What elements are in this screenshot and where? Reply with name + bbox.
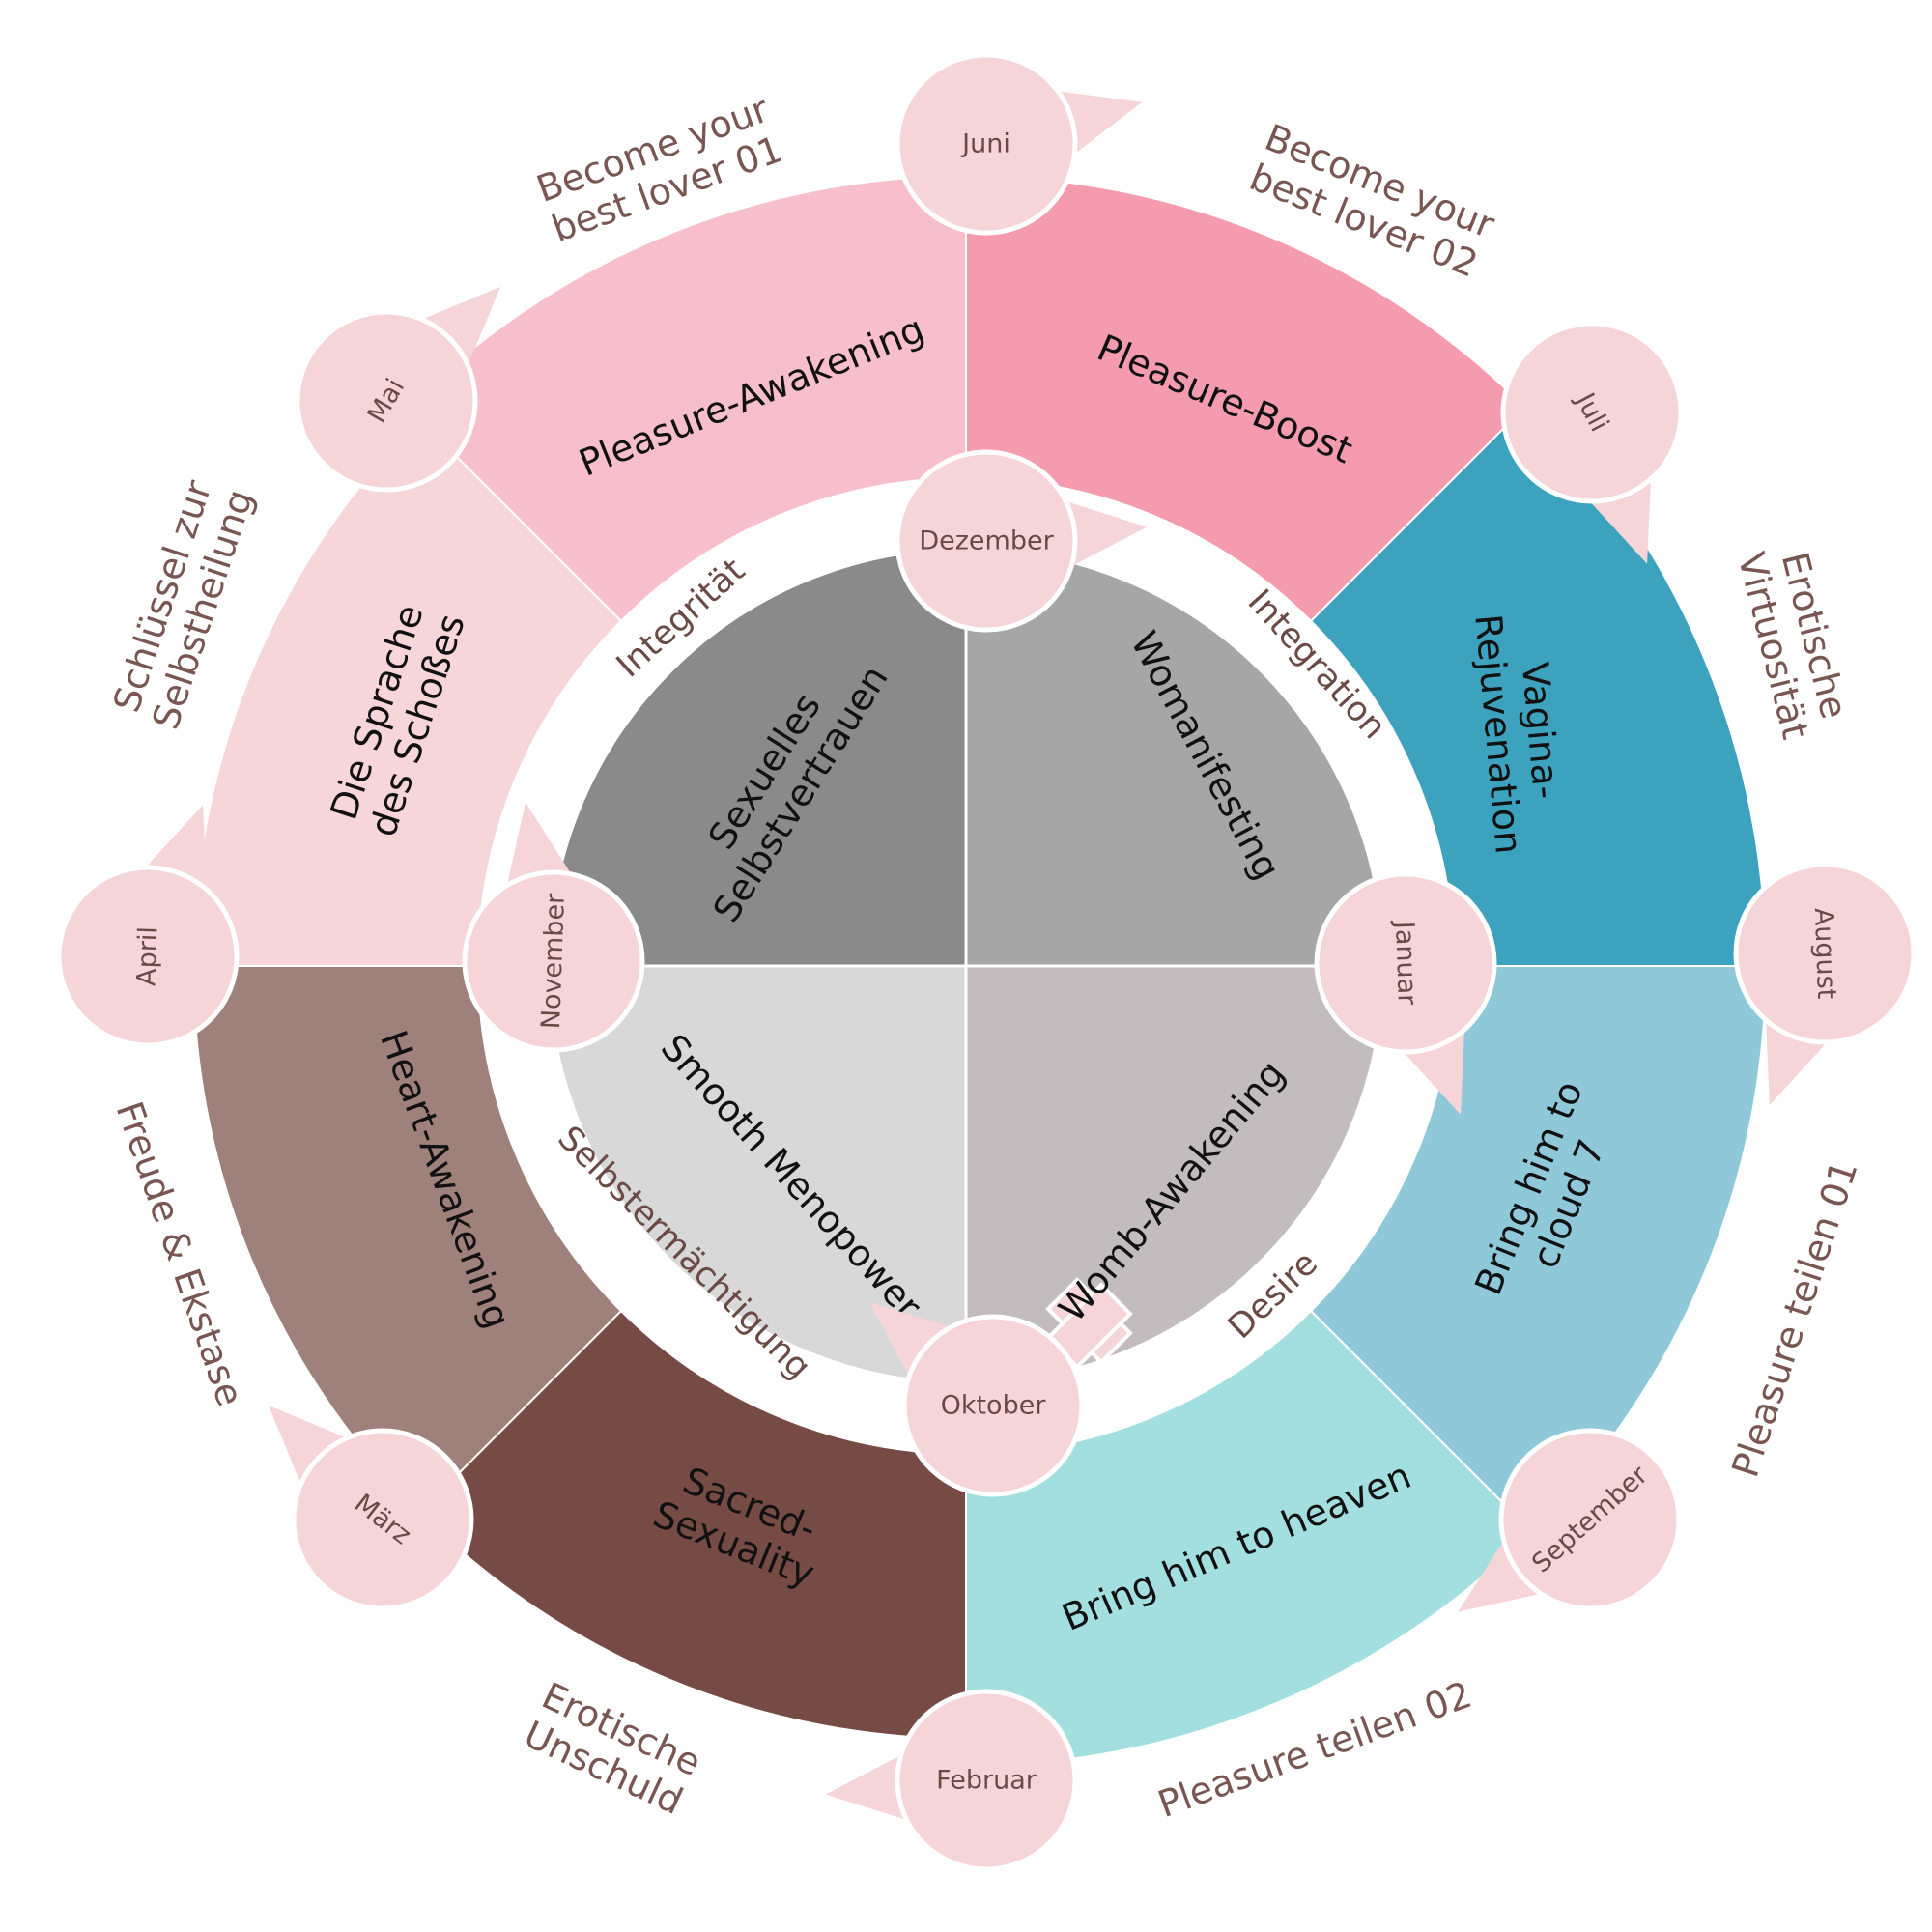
month-bubble: Mai	[295, 286, 501, 493]
month-bubble: Januar	[1314, 871, 1497, 1115]
bubble-tail	[410, 286, 501, 378]
bubble-circle	[1314, 871, 1497, 1055]
bubble-circle	[462, 869, 645, 1053]
month-bubble: November	[462, 802, 645, 1053]
bubble-circle	[1500, 321, 1684, 504]
month-bubble: August	[1733, 862, 1917, 1105]
month-label: Juni	[960, 129, 1010, 159]
outer-label: Pleasure teilen 01	[1723, 1155, 1865, 1482]
month-label: November	[536, 892, 571, 1029]
bubble-circle	[895, 52, 1078, 236]
month-bubble: Dezember	[895, 449, 1148, 633]
month-bubble: Oktober	[869, 1301, 1085, 1497]
bubble-tail	[1458, 1529, 1554, 1612]
month-label: April	[131, 926, 163, 987]
oktober-ribbon	[1045, 1277, 1133, 1370]
month-bubble: Juni	[895, 52, 1143, 236]
month-bubble: Juli	[1500, 321, 1684, 564]
bubble-tail	[268, 1405, 359, 1496]
month-bubble: Februar	[825, 1689, 1078, 1872]
bubble-circle	[895, 449, 1078, 633]
month-label: August	[1808, 907, 1841, 1000]
month-label: Januar	[1389, 919, 1422, 1006]
bubble-tail	[1053, 497, 1148, 573]
month-bubble: März	[268, 1405, 474, 1611]
bubble-circle	[1733, 862, 1917, 1045]
bubble-circle	[901, 1314, 1085, 1497]
month-label: Oktober	[941, 1391, 1047, 1421]
month-label: Dezember	[919, 526, 1054, 556]
bubble-circle	[1498, 1428, 1682, 1611]
bubble-tail	[869, 1301, 963, 1389]
month-bubble: September	[1458, 1428, 1682, 1612]
month-bubble: April	[56, 805, 240, 1048]
bubble-tail	[825, 1748, 920, 1825]
bubble-circle	[895, 1689, 1078, 1872]
outer-ring	[191, 174, 1768, 1768]
bubble-circle	[295, 309, 478, 493]
month-label: Februar	[936, 1766, 1037, 1796]
bubble-circle	[56, 865, 240, 1048]
bubble-circle	[291, 1428, 474, 1611]
